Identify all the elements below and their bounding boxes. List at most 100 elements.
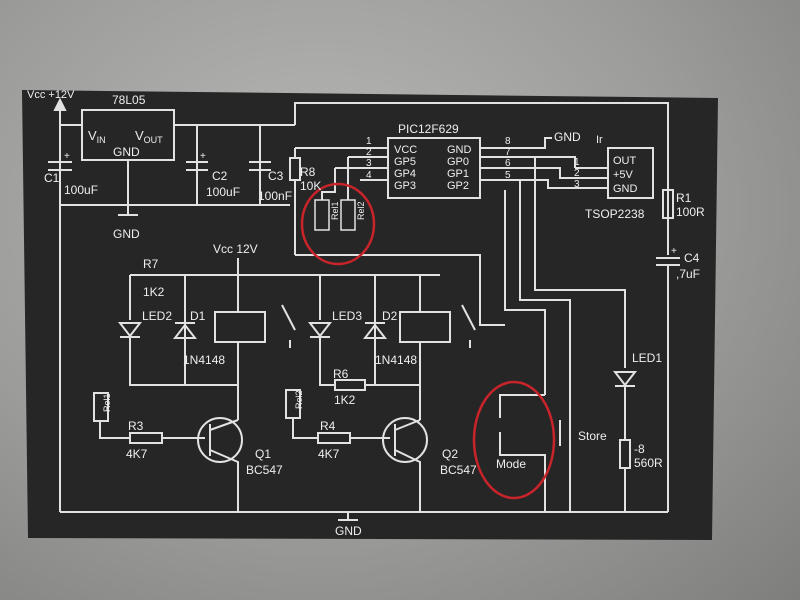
r8-value: 10K [300,179,321,193]
c1-name: C1 [44,171,60,185]
c4-name: C4 [684,251,700,265]
led3-name: LED3 [332,309,362,323]
c4-value: ,7uF [676,267,700,281]
rel1-tag-ch1-text: Rel1 [102,393,112,412]
pic-pin-gp0: GP0 [447,156,469,168]
pin7-wire [480,156,576,168]
r7-name: R7 [143,257,159,271]
vcc-label: Vcc +12V [27,89,75,101]
c1-plus: + [64,151,70,162]
r1-resistor [662,189,674,219]
r4-name: R4 [320,419,336,433]
r3-name: R3 [128,419,144,433]
q2-c-line [394,419,421,431]
vcc-arrow [53,97,67,111]
ch1-led-out [129,337,185,386]
d1-name: D1 [190,309,206,323]
ir-pin-out: OUT [613,155,637,167]
q2-name: Q2 [442,447,458,461]
pic-pin-gp3: GP3 [394,180,416,192]
pic-pin-vcc: VCC [394,144,417,156]
c4-plus: + [671,246,677,257]
q2-transistor [382,417,428,463]
reg-vout: VOUT [135,128,163,145]
c3-name: C3 [268,169,284,183]
c3-value: 100nF [258,189,292,203]
r7-value: 1K2 [143,285,165,299]
c2-name: C2 [212,169,228,183]
rel1-tag-box [314,199,330,231]
r4-value: 4K7 [318,447,340,461]
pic-pin-gp2: GP2 [447,180,469,192]
d2-name: D2 [382,309,398,323]
pic-num-5: 5 [505,170,511,181]
bottom-gnd-label: GND [335,524,362,538]
pin5-wire [480,179,608,189]
d1-part: 1N4148 [183,353,225,367]
reg-vin: VIN [88,128,106,145]
pic-name: PIC12F629 [398,122,459,136]
q1-part: BC547 [246,463,283,477]
led2-name: LED2 [142,309,172,323]
pin8-gnd-wire [480,137,552,149]
pic-pin-gp4: GP4 [394,168,416,180]
d2-part: 1N4148 [375,353,417,367]
ir-label: Ir [596,134,603,146]
c2-value: 100uF [206,185,240,199]
ir-num-2: 2 [574,168,580,179]
pic-pin-gnd: GND [447,144,472,156]
store-label: Store [578,429,607,443]
led2-symbol [117,322,143,338]
d2-symbol [362,323,388,339]
relay2-coil [399,311,451,343]
d1-symbol [172,323,198,339]
vcc2-label: Vcc 12V [213,242,258,256]
mode-label: Mode [496,457,526,471]
q2-e-line [394,449,421,512]
ch2-led-out [319,337,335,386]
wiring [48,97,680,521]
wire-led1 [534,157,626,368]
wire-top-right [294,102,669,255]
pic-num-4: 4 [366,170,372,181]
pic-pin-gp1: GP1 [447,168,469,180]
highlight-mode [472,380,556,500]
relay1-switch [281,304,296,331]
wire-store [519,180,571,418]
c2-plus: + [200,151,206,162]
r6-name: R6 [333,367,349,381]
highlight-relay-tags [300,182,376,266]
led1-symbol [612,371,638,387]
q2-part: BC547 [440,463,477,477]
rel2-wire [292,418,318,439]
relay1-coil [214,311,266,343]
q1-transistor [197,417,243,463]
relay2-switch [461,304,476,331]
r-560-value: 560R [634,456,663,470]
c1-value: 100uF [64,183,98,197]
rel1-tag-text: Rel1 [330,201,340,220]
gnd-label-top: GND [113,227,140,241]
ir-num-3: 3 [574,179,580,190]
mode-bracket-top [499,394,545,418]
q1-name: Q1 [255,447,271,461]
pic-num-2: 2 [366,147,372,158]
ir-pin-5v: +5V [613,169,634,181]
pic-num-6: 6 [505,158,511,169]
reg-gnd: GND [113,145,140,159]
wire-right-mid [295,254,505,326]
led1-name: LED1 [632,351,662,365]
rel1-wire [99,421,130,439]
rel1-tag-wire [321,168,336,200]
led3-symbol [307,322,333,338]
q1-e-line [209,449,239,512]
pic-num-7: 7 [505,147,511,158]
r1-value: 100R [676,205,705,219]
r8-name: R8 [300,165,316,179]
regulator-name: 78L05 [112,93,146,107]
rel2-tag-text: Rel2 [356,201,366,220]
mode-bracket-bottom [499,432,546,512]
r3-value: 4K7 [126,447,148,461]
